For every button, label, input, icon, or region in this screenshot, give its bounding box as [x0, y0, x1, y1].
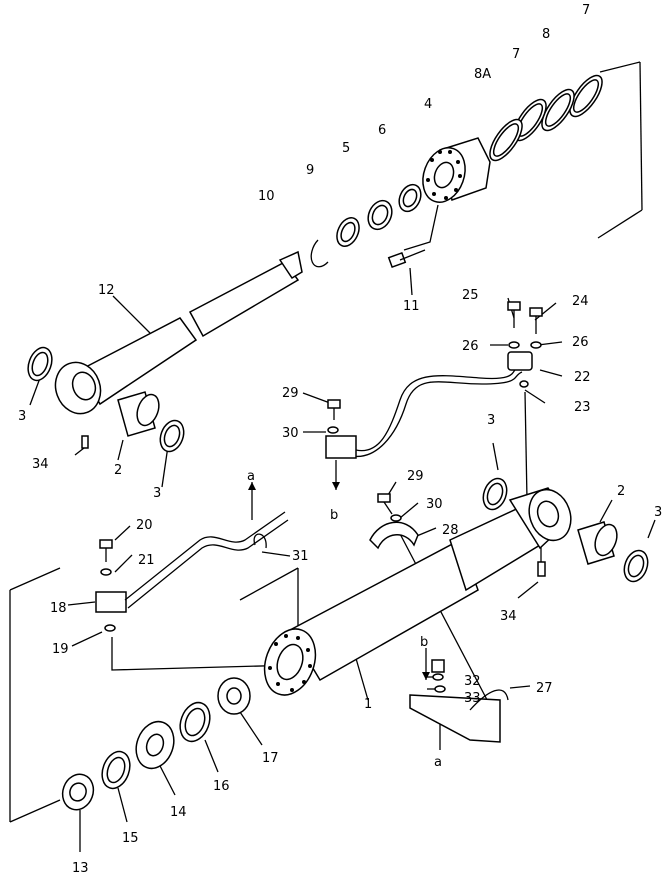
callout-29-lower: 29 — [407, 469, 424, 484]
callout-3-right: 3 — [654, 505, 662, 520]
callout-4: 4 — [424, 97, 432, 112]
callout-17: 17 — [262, 751, 279, 766]
callout-14: 14 — [170, 805, 187, 820]
arrow-a-top — [248, 482, 256, 520]
callout-5: 5 — [342, 141, 350, 156]
callout-15: 15 — [122, 831, 139, 846]
callout-31: 31 — [292, 549, 309, 564]
callout-30-lower: 30 — [426, 497, 443, 512]
callout-29-upper: 29 — [282, 386, 299, 401]
arrow-b-top — [332, 460, 340, 490]
callout-25: 25 — [462, 288, 479, 303]
callout-18: 18 — [50, 601, 67, 616]
piping — [95, 301, 543, 743]
callout-1: 1 — [364, 697, 372, 712]
callout-3-center: 3 — [487, 413, 495, 428]
callout-3-left-bottom: 3 — [153, 486, 161, 501]
callout-30-upper: 30 — [282, 426, 299, 441]
callout-b-top: b — [330, 508, 338, 523]
piston-rod-assembly — [27, 74, 603, 453]
callout-11: 11 — [403, 299, 420, 314]
callout-21: 21 — [138, 553, 155, 568]
callout-34-right: 34 — [500, 609, 517, 624]
callout-b-bottom: b — [420, 635, 428, 650]
callout-26-left: 26 — [462, 339, 479, 354]
callout-2-right: 2 — [617, 484, 625, 499]
callout-23: 23 — [574, 400, 591, 415]
callout-20: 20 — [136, 518, 153, 533]
callout-8a: 8A — [474, 67, 491, 82]
callout-34-left: 34 — [32, 457, 49, 472]
callout-28: 28 — [442, 523, 459, 538]
callout-7: 7 — [512, 47, 520, 62]
callout-10: 10 — [258, 189, 275, 204]
arrow-b-bottom — [422, 648, 430, 680]
callout-12: 12 — [98, 283, 115, 298]
callout-13: 13 — [72, 861, 89, 874]
callout-7-top: 7 — [582, 3, 590, 18]
callout-6: 6 — [378, 123, 386, 138]
callout-26-right: 26 — [572, 335, 589, 350]
callout-2-left: 2 — [114, 463, 122, 478]
callout-19: 19 — [52, 642, 69, 657]
callout-a-top: a — [247, 469, 255, 484]
callout-24: 24 — [572, 294, 589, 309]
callout-8: 8 — [542, 27, 550, 42]
callout-33: 33 — [464, 691, 481, 706]
callout-3-left-top: 3 — [18, 409, 26, 424]
callout-16: 16 — [213, 779, 230, 794]
callout-a-bottom: a — [434, 755, 442, 770]
cylinder-tube-assembly — [61, 477, 649, 811]
guide-lines — [9, 61, 656, 852]
callout-22: 22 — [574, 370, 591, 385]
callout-32: 32 — [464, 674, 481, 689]
callout-labels: 7 8 7 8A 4 6 5 9 10 11 12 25 24 26 26 22… — [18, 3, 662, 874]
callout-9: 9 — [306, 163, 314, 178]
callout-27: 27 — [536, 681, 553, 696]
